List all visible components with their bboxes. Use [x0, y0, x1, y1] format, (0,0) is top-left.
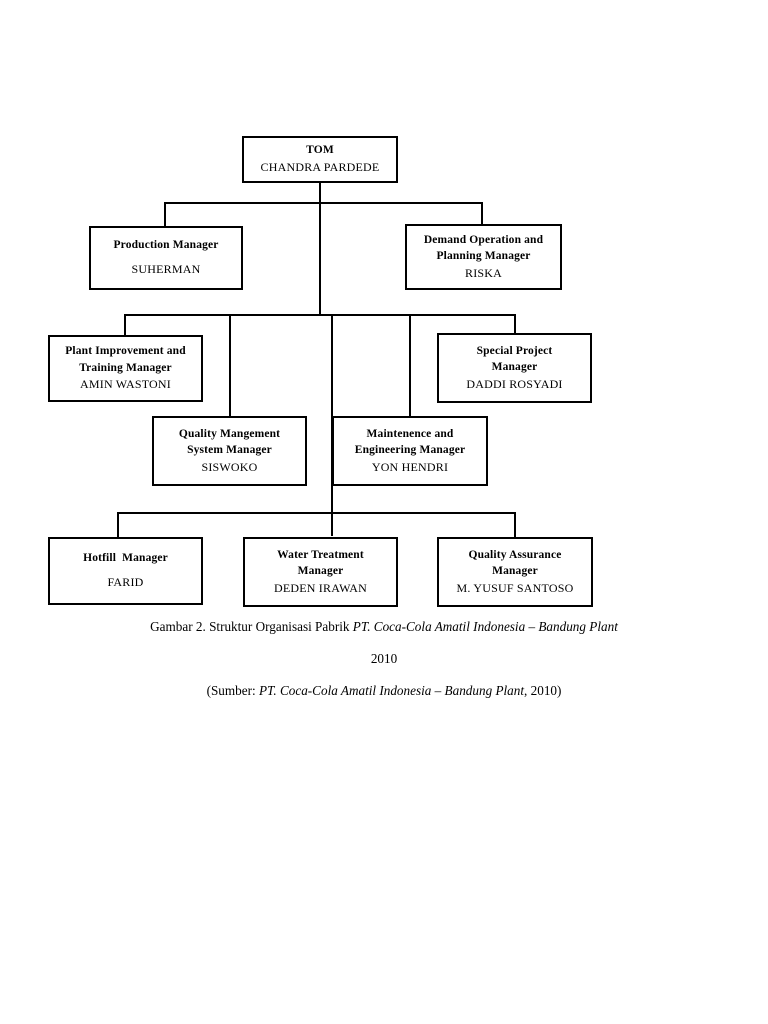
source-company-name-italic: PT. Coca-Cola Amatil Indonesia – Bandung… [258, 683, 525, 699]
org-node-person: YON HENDRI [371, 459, 449, 474]
connector-trunk-tom [319, 182, 321, 314]
org-node-person: AMIN WASTONI [80, 377, 171, 392]
org-node-person: DEDEN IRAWAN [273, 580, 368, 595]
org-node-title-line2: Manager [492, 565, 538, 578]
org-node-title: Water Treatment [277, 548, 364, 561]
org-node-hotfill-manager[interactable]: Hotfill Manager FARID [48, 537, 203, 605]
org-node-tom[interactable]: TOM CHANDRA PARDEDE [242, 136, 398, 183]
figure-caption-source-line: (Sumber: PT. Coca-Cola Amatil Indonesia … [0, 684, 768, 697]
figure-caption-line-2: 2010 [370, 651, 398, 667]
org-node-production-manager[interactable]: Production Manager SUHERMAN [89, 226, 243, 290]
connector-drop-maintenence [409, 314, 411, 416]
org-node-title: Plant Improvement and [65, 345, 186, 358]
org-node-title-line2: System Manager [187, 444, 272, 457]
org-node-title: Special Project [476, 344, 553, 357]
org-node-title: TOM [306, 144, 334, 157]
org-node-person: SUHERMAN [131, 262, 201, 277]
org-node-person: SISWOKO [201, 459, 258, 474]
org-node-demand-operation-planning-manager[interactable]: Demand Operation and Planning Manager RI… [405, 224, 562, 290]
connector-drop-quality-assurance [514, 512, 516, 537]
org-node-plant-improvement-training-manager[interactable]: Plant Improvement and Training Manager A… [48, 335, 203, 402]
org-node-title: Maintenence and [366, 427, 454, 440]
org-node-title: Production Manager [113, 239, 219, 252]
source-prefix: (Sumber: [206, 683, 259, 699]
connector-bar-level1 [164, 202, 483, 204]
caption-company-name-italic: PT. Coca-Cola Amatil Indonesia – Bandung… [352, 619, 618, 634]
org-node-person: CHANDRA PARDEDE [260, 160, 380, 175]
source-suffix: , 2010) [524, 683, 562, 699]
org-node-person: DADDI ROSYADI [466, 376, 563, 391]
org-node-person: FARID [107, 575, 144, 590]
org-node-person: M. YUSUF SANTOSO [456, 580, 574, 595]
connector-drop-quality-mangement [229, 314, 231, 416]
org-node-title: Quality Assurance [468, 548, 562, 561]
org-node-title: Quality Mangement [178, 427, 281, 440]
connector-drop-special-project [514, 314, 516, 333]
org-node-maintenence-engineering-manager[interactable]: Maintenence and Engineering Manager YON … [332, 416, 488, 486]
org-node-water-treatment-manager[interactable]: Water Treatment Manager DEDEN IRAWAN [243, 537, 398, 607]
figure-caption: Gambar 2. Struktur Organisasi Pabrik PT.… [0, 620, 768, 698]
org-node-person: RISKA [464, 265, 502, 280]
connector-bar-level2 [124, 314, 516, 316]
org-node-quality-assurance-manager[interactable]: Quality Assurance Manager M. YUSUF SANTO… [437, 537, 593, 607]
org-node-title-line2: Manager [491, 361, 538, 374]
connector-drop-production [164, 202, 166, 226]
connector-drop-demand-operation [481, 202, 483, 224]
org-node-special-project-manager[interactable]: Special Project Manager DADDI ROSYADI [437, 333, 592, 403]
connector-drop-plant-improvement [124, 314, 126, 335]
org-node-title-line2: Manager [297, 565, 344, 578]
figure-caption-line-1: Gambar 2. Struktur Organisasi Pabrik PT.… [0, 620, 768, 633]
org-node-quality-mangement-system-manager[interactable]: Quality Mangement System Manager SISWOKO [152, 416, 307, 486]
org-node-title-line2: Training Manager [79, 361, 172, 374]
org-node-title: Hotfill Manager [83, 552, 168, 565]
org-node-title-line2: Planning Manager [436, 250, 531, 263]
caption-plain-text: Gambar 2. Struktur Organisasi Pabrik [150, 619, 353, 634]
org-node-title: Demand Operation and [423, 233, 544, 246]
connector-bar-level3 [117, 512, 515, 514]
org-node-title-line2: Engineering Manager [354, 444, 466, 457]
connector-drop-hotfill [117, 512, 119, 537]
